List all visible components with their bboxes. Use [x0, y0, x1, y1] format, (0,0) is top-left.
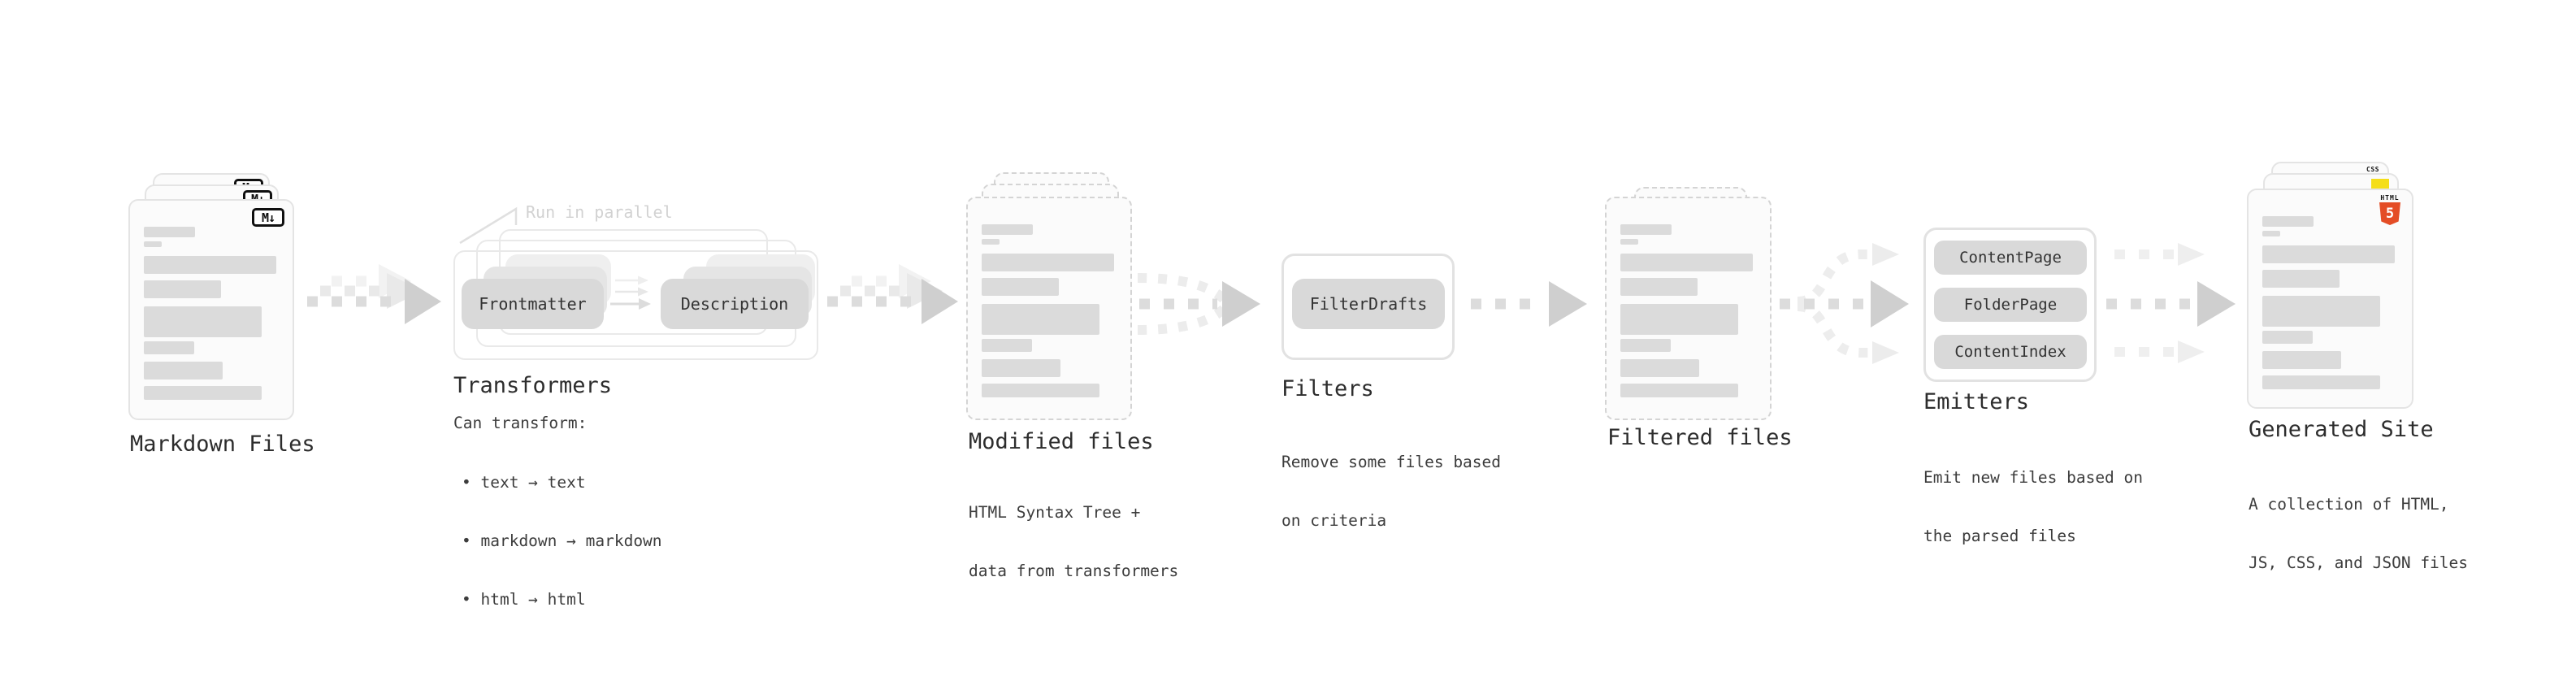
content-placeholder-bar: [1620, 224, 1672, 235]
arrow-modified-to-filters-merge: [1137, 273, 1260, 335]
transformer-card-front: [453, 250, 818, 360]
html5-wordmark: HTML: [2380, 194, 2400, 202]
transformer-pill-description: Description: [661, 279, 809, 329]
doc-content-bars: [2249, 190, 2412, 407]
caption-line: Remove some files based: [1281, 453, 1502, 471]
caption-line: HTML Syntax Tree +: [969, 503, 1141, 522]
content-placeholder-bar: [2262, 270, 2340, 288]
caption-line: Emit new files based on: [1923, 468, 2144, 487]
run-in-parallel-label: Run in parallel: [526, 202, 673, 222]
section-title-filters: Filters: [1281, 376, 1374, 401]
stage-label-filtered-files: Filtered files: [1607, 425, 1793, 450]
document-sheet-front: [1605, 197, 1772, 420]
content-placeholder-bar: [1620, 278, 1698, 296]
content-placeholder-bar: [2262, 231, 2280, 236]
bullet-item: • markdown → markdown: [462, 531, 662, 550]
content-placeholder-bar: [982, 359, 1060, 377]
content-placeholder-bar: [1620, 359, 1699, 377]
html5-shield: 5: [2379, 202, 2400, 225]
content-placeholder-bar: [144, 306, 262, 337]
content-placeholder-bar: [1620, 304, 1738, 335]
document-sheet-front: HTML 5: [2247, 189, 2413, 409]
emitter-pill-folderpage: FolderPage: [1934, 288, 2087, 322]
bullet-item: • text → text: [462, 473, 586, 492]
emitter-pill-contentindex: ContentIndex: [1934, 335, 2087, 369]
caption-line: JS, CSS, and JSON files: [2249, 553, 2469, 572]
section-title-emitters: Emitters: [1923, 389, 2030, 414]
arrow-markdown-to-transformers: [307, 264, 441, 324]
modified-files-caption: HTML Syntax Tree + data from transformer…: [969, 464, 1178, 620]
section-title-transformers: Transformers: [453, 373, 613, 398]
js-icon: [2371, 179, 2389, 189]
doc-content-bars: [130, 201, 293, 419]
content-placeholder-bar: [2262, 296, 2380, 327]
content-placeholder-bar: [982, 278, 1059, 296]
content-placeholder-bar: [982, 239, 1000, 245]
filters-caption: Remove some files based on criteria: [1281, 414, 1501, 570]
content-placeholder-bar: [144, 386, 262, 400]
stage-label-modified-files: Modified files: [969, 429, 1154, 454]
content-placeholder-bar: [1620, 254, 1753, 271]
content-placeholder-bar: [2262, 351, 2341, 369]
arrow-transformers-to-modified: [827, 264, 958, 324]
content-placeholder-bar: [144, 341, 194, 354]
transformer-pill-frontmatter: Frontmatter: [462, 279, 604, 329]
caption-line: on criteria: [1281, 511, 1387, 530]
arrow-filters-to-filtered: [1471, 281, 1587, 327]
doc-content-bars: [968, 198, 1130, 419]
content-placeholder-bar: [1620, 339, 1671, 352]
arrow-filtered-to-emitters-fork: [1780, 243, 1909, 364]
transformers-caption-title: Can transform:: [453, 414, 588, 432]
content-placeholder-bar: [982, 304, 1099, 335]
content-placeholder-bar: [982, 339, 1032, 352]
emitters-caption: Emit new files based on the parsed files: [1923, 429, 2143, 585]
content-placeholder-bar: [2262, 331, 2313, 344]
stage-label-markdown-files: Markdown Files: [130, 432, 315, 457]
content-placeholder-bar: [144, 256, 276, 274]
content-placeholder-bar: [1620, 239, 1638, 245]
bullet-item: • html → html: [462, 590, 586, 609]
content-placeholder-bar: [2262, 216, 2314, 227]
content-placeholder-bar: [982, 224, 1033, 235]
annotation-callout-line: [459, 206, 518, 245]
generated-site-caption: A collection of HTML, JS, CSS, and JSON …: [2249, 456, 2468, 612]
content-placeholder-bar: [2262, 245, 2395, 263]
document-sheet-front: M↓: [128, 199, 294, 420]
content-placeholder-bar: [1620, 384, 1738, 397]
content-placeholder-bar: [2262, 375, 2380, 389]
markdown-icon: M↓: [252, 208, 284, 227]
content-placeholder-bar: [144, 241, 162, 247]
content-placeholder-bar: [144, 280, 221, 298]
doc-content-bars: [1607, 198, 1770, 419]
content-placeholder-bar: [982, 254, 1114, 271]
html5-icon: HTML 5: [2379, 195, 2400, 225]
filter-pill-filterdrafts: FilterDrafts: [1292, 279, 1445, 329]
caption-line: data from transformers: [969, 562, 1179, 580]
emitter-pill-contentpage: ContentPage: [1934, 241, 2087, 275]
content-placeholder-bar: [982, 384, 1099, 397]
content-placeholder-bar: [144, 362, 223, 380]
content-placeholder-bar: [144, 227, 195, 237]
transformer-pill-arrows: [610, 275, 651, 310]
arrow-emitters-to-generated: [2106, 243, 2236, 363]
document-sheet-front: [966, 197, 1132, 420]
transformers-bullets: • text → text • markdown → markdown • ht…: [462, 434, 662, 648]
caption-line: A collection of HTML,: [2249, 495, 2449, 514]
caption-line: the parsed files: [1923, 527, 2076, 545]
stage-label-generated-site: Generated Site: [2249, 417, 2434, 442]
